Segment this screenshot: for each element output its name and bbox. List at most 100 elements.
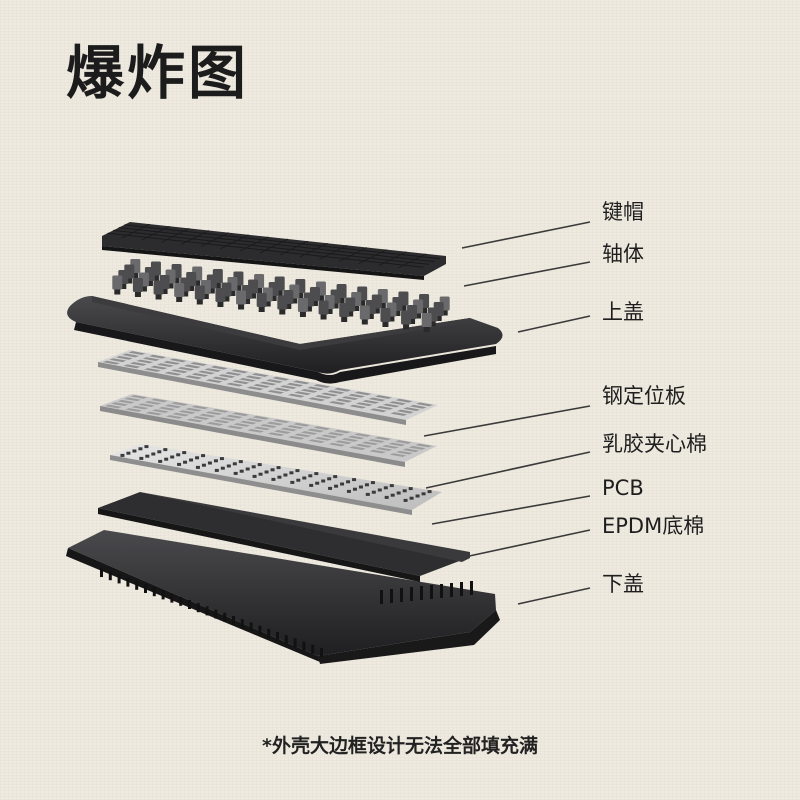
pcb-socket	[427, 490, 432, 494]
cutout	[389, 453, 407, 457]
case-pin	[232, 616, 235, 625]
cutout	[199, 413, 216, 418]
leader-line-switches	[463, 261, 591, 287]
cutout	[300, 388, 318, 393]
pcb-socket	[182, 451, 187, 455]
switch-stem	[311, 301, 318, 306]
cutout	[197, 370, 215, 375]
cutout	[394, 440, 412, 444]
cutout	[164, 371, 182, 376]
keycap-column-gap	[220, 234, 249, 250]
cutout	[204, 368, 222, 372]
keycaps-layer	[102, 222, 446, 280]
pcb-socket	[365, 492, 370, 496]
bottom-case-layer	[66, 530, 500, 664]
cutout	[354, 433, 372, 437]
pcb-socket	[120, 453, 125, 457]
case-pin	[470, 581, 473, 595]
cutout	[341, 438, 359, 442]
cutout	[158, 406, 176, 411]
cutout	[335, 440, 352, 445]
keycap-rows	[107, 223, 441, 269]
switch-stem	[341, 317, 348, 322]
cutout	[361, 441, 379, 446]
pcb-socket	[201, 454, 206, 458]
pcb-socket	[145, 454, 150, 458]
cutout	[300, 431, 318, 435]
pcb-socket	[189, 458, 194, 462]
cutout	[259, 381, 277, 386]
latex-foam-layer	[100, 394, 437, 467]
cutout	[109, 358, 127, 363]
pcb-socket	[384, 495, 389, 499]
cutout	[328, 442, 346, 447]
cutout	[333, 429, 351, 434]
cutout	[170, 369, 188, 374]
switch-stem	[276, 290, 283, 296]
latex-foam-cutouts	[104, 395, 433, 457]
cutout	[354, 391, 372, 396]
cutout	[169, 358, 187, 363]
pcb-socket	[163, 448, 168, 452]
case-pin	[302, 641, 306, 651]
switch	[421, 313, 432, 327]
cutout	[115, 355, 133, 360]
switch-stem	[297, 293, 304, 298]
switch-stem	[134, 292, 141, 297]
switch-stem	[238, 304, 245, 310]
cutout	[102, 360, 120, 365]
cutout	[226, 425, 244, 430]
cutout	[286, 425, 304, 429]
label-steel-plate: 钢定位板	[602, 384, 686, 408]
cutout	[335, 398, 353, 403]
switch-stem	[258, 307, 265, 312]
cutout	[333, 387, 351, 392]
cutout	[145, 411, 163, 416]
keycap-column-gap	[161, 228, 190, 243]
switch-stem	[196, 299, 203, 305]
pcb-socket	[214, 468, 219, 472]
switch-stem	[244, 299, 251, 304]
cutout	[286, 382, 304, 387]
cutout	[266, 421, 284, 426]
switch-stem	[441, 310, 448, 316]
keycap-column-gap	[378, 251, 407, 267]
case-pin	[126, 577, 130, 587]
case-pin	[293, 638, 297, 648]
cutout	[327, 432, 345, 436]
cutout	[287, 393, 305, 398]
switch	[256, 293, 267, 307]
switch-stem	[202, 294, 209, 299]
keycap-column-gap	[358, 249, 387, 264]
pcb-socket	[183, 460, 188, 464]
cutout	[142, 357, 160, 361]
cutout	[341, 396, 359, 401]
pcb-socket	[195, 456, 200, 460]
cutout	[136, 359, 154, 364]
switch-stem	[188, 286, 195, 291]
cutout	[212, 376, 230, 381]
pcb-socket	[308, 474, 313, 478]
pcb-socket	[283, 473, 288, 477]
switch-stem	[126, 278, 133, 284]
pcb-socket	[314, 472, 319, 476]
switch-stem	[132, 273, 139, 278]
keycap-column-gap	[259, 238, 289, 254]
cutout	[280, 385, 298, 390]
cutout	[272, 419, 290, 424]
switch	[194, 285, 205, 300]
case-pin	[179, 596, 183, 606]
switch-stem	[373, 308, 380, 314]
pcb-socket	[421, 492, 426, 496]
pcb-socket	[277, 475, 282, 479]
case-pin	[320, 648, 323, 657]
switch	[297, 298, 308, 312]
pcb-socket	[396, 491, 401, 495]
switch-stem	[429, 321, 436, 327]
cutout	[368, 439, 385, 443]
leader-line-keycaps	[461, 221, 591, 249]
switch-stem	[176, 297, 183, 302]
pcb-socket	[157, 450, 162, 454]
switch-stem	[367, 314, 374, 319]
cutout	[185, 375, 203, 380]
